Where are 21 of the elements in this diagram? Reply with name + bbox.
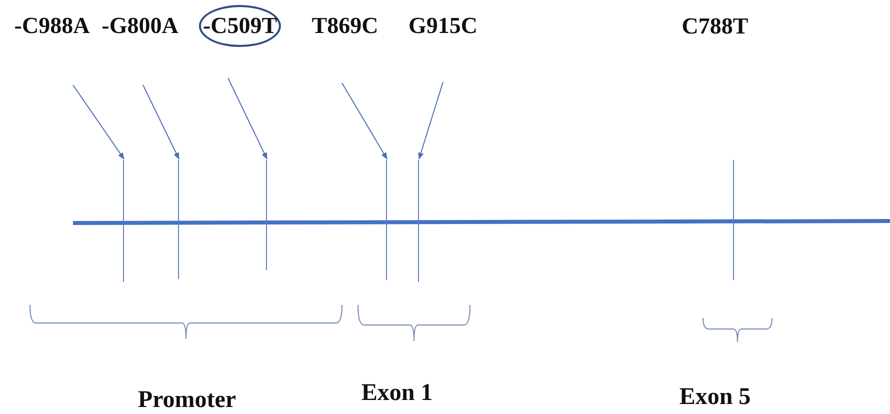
position-tick (123, 160, 125, 282)
region-label: Promoter (138, 388, 236, 412)
arrow (142, 84, 180, 160)
position-tick (178, 160, 180, 279)
mutation-label: -G800A (102, 13, 178, 38)
arrow (342, 82, 388, 160)
region-label: Exon 1 (361, 381, 433, 405)
arrow (72, 84, 124, 160)
arrow (418, 82, 444, 160)
mutation-label: -C988A (14, 13, 90, 38)
position-tick (733, 160, 735, 280)
arrow (228, 78, 268, 160)
position-tick (386, 160, 388, 280)
region-label: Exon 5 (679, 385, 751, 409)
mutation-label: -C509T (202, 13, 278, 38)
mutation-label: T869C (312, 13, 378, 38)
mutation-label: C788T (682, 14, 748, 38)
position-tick (418, 160, 420, 282)
position-tick (266, 160, 268, 270)
mutation-label: G915C (408, 13, 478, 38)
highlight-ellipse (198, 5, 282, 47)
